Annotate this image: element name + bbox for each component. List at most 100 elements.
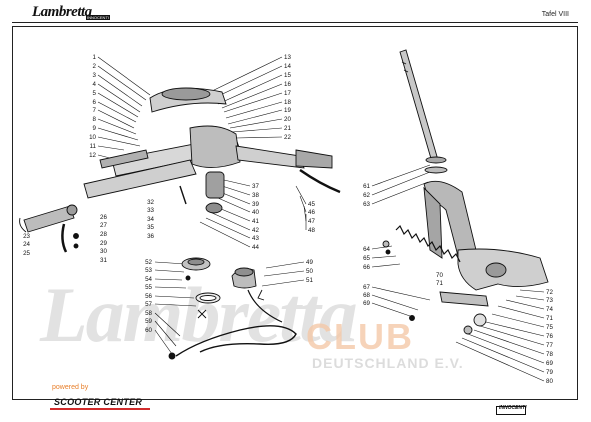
front-fork: [395, 49, 549, 335]
sponsor-name: SCOOTER CENTER: [54, 397, 143, 407]
part-label: 18: [284, 99, 291, 106]
lamp-parts: [168, 257, 297, 360]
logo-brand: Lambretta: [32, 4, 92, 20]
part-label: 36: [147, 233, 154, 240]
part-label: 57: [145, 301, 152, 308]
part-label: 31: [100, 257, 107, 264]
part-label: 41: [252, 218, 259, 225]
powered-by-text: powered by: [52, 384, 89, 391]
part-label: 62: [363, 192, 370, 199]
part-label: 34: [147, 216, 154, 223]
part-label: 70: [436, 272, 443, 279]
part-label: 51: [306, 277, 313, 284]
part-label: 59: [145, 318, 152, 325]
part-label: 1: [92, 54, 96, 61]
part-label: 69: [546, 360, 553, 367]
part-label: 54: [145, 276, 152, 283]
lambretta-logo: Lambretta INNOCENTI: [30, 4, 110, 20]
part-label: 67: [363, 284, 370, 291]
fork-small-parts: [382, 240, 391, 255]
part-label: 15: [284, 72, 291, 79]
watermark-country: DEUTSCHLAND E.V.: [312, 355, 464, 371]
part-label: 48: [308, 227, 315, 234]
part-label: 20: [284, 116, 291, 123]
part-label: 53: [145, 267, 152, 274]
part-label: 10: [89, 134, 96, 141]
part-label: 39: [252, 201, 259, 208]
part-label: 49: [306, 259, 313, 266]
part-label: 45: [308, 201, 315, 208]
part-label: 26: [100, 214, 107, 221]
leader-lines: [97, 56, 545, 382]
part-label: 68: [363, 292, 370, 299]
part-label: 32: [147, 199, 154, 206]
logo-sub: INNOCENTI: [86, 15, 110, 20]
part-label: 58: [145, 310, 152, 317]
part-label: 17: [284, 90, 291, 97]
part-label: 44: [252, 244, 259, 251]
handlebar-assembly: [19, 87, 341, 253]
part-label: 4: [92, 81, 96, 88]
part-label: 27: [100, 222, 107, 229]
part-label: 63: [363, 201, 370, 208]
part-label: 60: [145, 327, 152, 334]
part-label: 71: [436, 280, 443, 287]
part-label: 37: [252, 183, 259, 190]
part-label: 80: [546, 378, 553, 385]
part-label: 16: [284, 81, 291, 88]
part-label: 11: [89, 143, 96, 150]
part-label: 79: [546, 369, 553, 376]
part-label: 8: [92, 116, 96, 123]
part-label: 38: [252, 192, 259, 199]
part-label: 19: [284, 107, 291, 114]
part-label: 7: [92, 107, 96, 114]
plate-title: Tafel VIII: [541, 11, 569, 18]
part-label: 2: [92, 63, 96, 70]
part-label: 12: [89, 152, 96, 159]
part-label: 25: [23, 250, 30, 257]
diagram-frame: [12, 26, 578, 400]
part-label: 72: [546, 289, 553, 296]
part-label: 40: [252, 209, 259, 216]
header-rule: [12, 22, 578, 23]
mini-logo-text: INNOCENTI: [499, 405, 527, 411]
part-label: 61: [363, 183, 370, 190]
part-label: 28: [100, 231, 107, 238]
part-label: 50: [306, 268, 313, 275]
part-label: 42: [252, 227, 259, 234]
part-label: 56: [145, 293, 152, 300]
fork-spring: [395, 224, 461, 263]
part-label: 64: [363, 246, 370, 253]
part-label: 77: [546, 342, 553, 349]
part-label: 76: [546, 333, 553, 340]
part-label: 23: [23, 233, 30, 240]
part-label: 69: [363, 300, 370, 307]
part-label: 33: [147, 207, 154, 214]
part-label: 24: [23, 241, 30, 248]
part-label: 22: [284, 134, 291, 141]
part-label: 74: [546, 306, 553, 313]
part-label: 29: [100, 240, 107, 247]
part-label: 75: [546, 324, 553, 331]
part-label: 73: [546, 297, 553, 304]
speedo-drive: [231, 267, 283, 323]
part-label: 78: [546, 351, 553, 358]
scooter-center-logo: SCOOTER CENTER: [50, 397, 150, 410]
sponsor-underline: [50, 408, 150, 410]
part-label: 13: [284, 54, 291, 61]
part-label: 35: [147, 224, 154, 231]
part-label: 14: [284, 63, 291, 70]
part-label: 65: [363, 255, 370, 262]
part-label: 66: [363, 264, 370, 271]
part-label: 47: [308, 218, 315, 225]
part-label: 3: [92, 72, 96, 79]
part-label: 21: [284, 125, 291, 132]
watermark-club: CLUB: [306, 316, 414, 357]
part-label: 43: [252, 235, 259, 242]
part-label: 55: [145, 284, 152, 291]
part-label: 9: [92, 125, 96, 132]
part-label: 30: [100, 248, 107, 255]
part-label: 52: [145, 259, 152, 266]
part-label: 6: [92, 99, 96, 106]
